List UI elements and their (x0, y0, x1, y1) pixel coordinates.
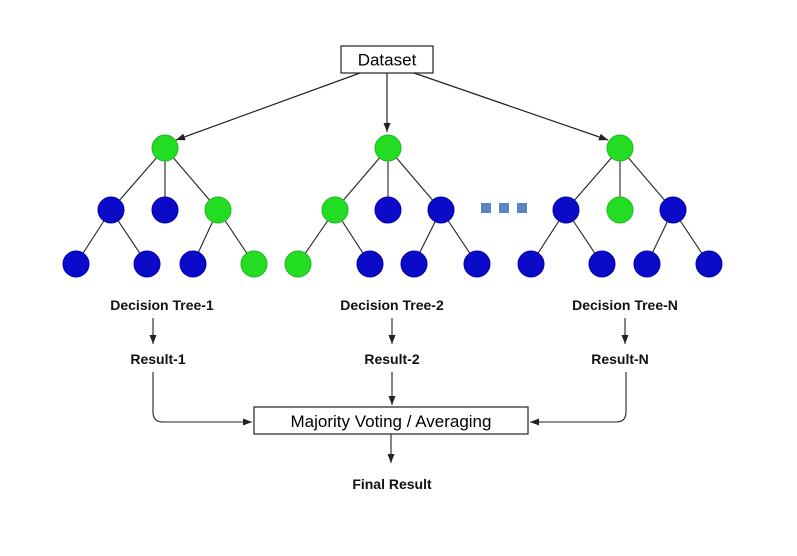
tree-2-edge (387, 147, 442, 211)
tree-3-node-blue (659, 196, 687, 224)
arrow-dataset-to-tree-1 (175, 72, 361, 141)
tree-1-edge (110, 147, 166, 211)
tree-2-node-green (321, 196, 349, 224)
tree-2-node-green (284, 250, 312, 278)
tree-2-node-green (374, 134, 402, 162)
tree-2-label: Decision Tree-2 (340, 297, 444, 313)
tree-1-node-green (240, 250, 268, 278)
tree-2-node-blue (356, 250, 384, 278)
ellipsis-more-trees (481, 203, 527, 213)
tree-1-node-green (151, 134, 179, 162)
tree-3-node-blue (695, 250, 723, 278)
tree-1-node-blue (179, 250, 207, 278)
tree-1-node-blue (151, 196, 179, 224)
tree-2-node-blue (427, 196, 455, 224)
ellipsis-dot (499, 203, 509, 213)
arrow-dataset-to-tree-n (413, 72, 609, 141)
tree-2-node-blue (374, 196, 402, 224)
result-2-label: Result-2 (364, 351, 419, 367)
tree-nodes (62, 134, 723, 278)
aggregator-box: Majority Voting / Averaging (253, 406, 529, 435)
tree-1-node-blue (62, 250, 90, 278)
tree-3-edge (565, 147, 621, 211)
tree-to-result-arrows (149, 318, 629, 344)
tree-1-node-blue (133, 250, 161, 278)
tree-1-node-blue (97, 196, 125, 224)
result-1-label: Result-1 (130, 351, 185, 367)
tree-3-node-blue (588, 250, 616, 278)
result-to-aggregator-arrows (152, 372, 627, 426)
tree-1-label: Decision Tree-1 (110, 297, 214, 313)
tree-3-node-blue (517, 250, 545, 278)
dataset-label: Dataset (358, 51, 417, 70)
aggregator-label: Majority Voting / Averaging (291, 412, 492, 431)
tree-2-node-blue (463, 250, 491, 278)
result-n-label: Result-N (591, 351, 649, 367)
tree-1-node-green (204, 196, 232, 224)
tree-2-node-blue (400, 250, 428, 278)
dataset-arrows (175, 72, 609, 141)
tree-2-edge (334, 147, 389, 211)
tree-3-node-blue (552, 196, 580, 224)
tree-n-label: Decision Tree-N (572, 297, 678, 313)
final-result-label: Final Result (352, 476, 432, 492)
tree-3-node-blue (633, 250, 661, 278)
tree-1-edge (164, 147, 219, 211)
tree-3-node-green (606, 134, 634, 162)
ellipsis-dot (517, 203, 527, 213)
ellipsis-dot (481, 203, 491, 213)
dataset-box: Dataset (340, 45, 434, 74)
tree-3-edge (619, 147, 674, 211)
tree-3-node-green (606, 196, 634, 224)
